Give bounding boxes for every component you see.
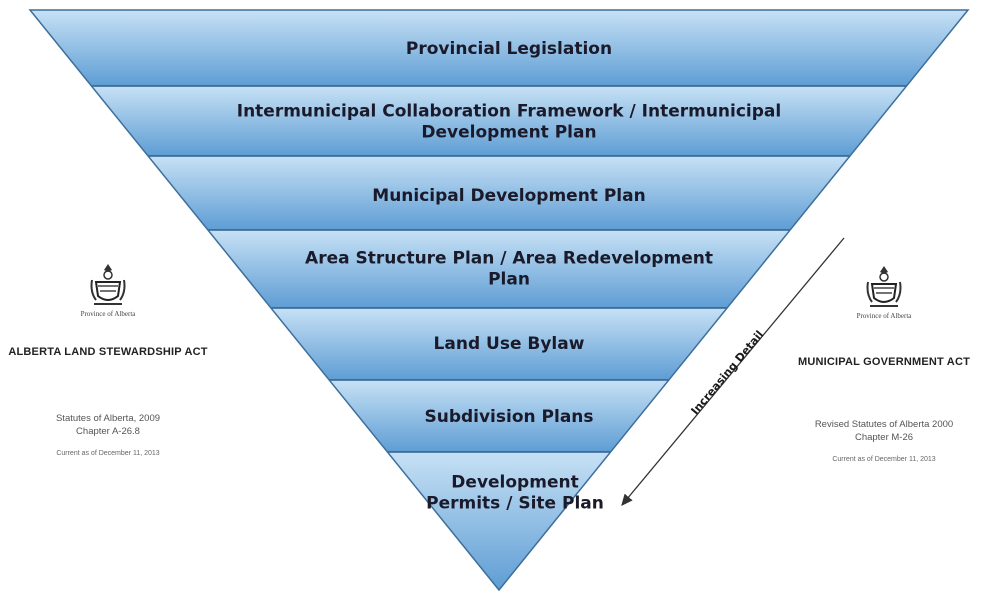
statutes-line: Statutes of Alberta, 2009: [55, 413, 161, 424]
current-as-of-label: Current as of December 11, 2013: [832, 456, 936, 463]
pyramid-layer-band: [30, 86, 968, 156]
current-as-of-label: Current as of December 11, 2013: [56, 450, 160, 457]
pyramid-layer-label: Development: [451, 473, 578, 493]
pyramid-layer-label: Provincial Legislation: [406, 39, 612, 59]
chapter-line: Chapter A-26.8: [76, 426, 140, 437]
pyramid-layer-label: Plan: [488, 270, 530, 290]
pyramid-layer-label: Development Plan: [421, 123, 596, 143]
alberta-land-stewardship-act-cover: Province of Alberta ALBERTA LAND STEWARD…: [8, 262, 208, 457]
province-of-alberta-label: Province of Alberta: [80, 310, 136, 318]
layer-separators: [28, 9, 970, 592]
act-title: ALBERTA LAND STEWARDSHIP ACT: [8, 346, 208, 358]
pyramid-layer-label: Permits / Site Plan: [426, 494, 604, 514]
act-title: MUNICIPAL GOVERNMENT ACT: [797, 356, 971, 368]
pyramid-outline: [28, 9, 970, 592]
pyramid-layer-label: Intermunicipal Collaboration Framework /…: [237, 102, 781, 122]
pyramid-layer-label: Area Structure Plan / Area Redevelopment: [305, 249, 713, 269]
municipal-government-act-cover: Province of Alberta MUNICIPAL GOVERNMENT…: [778, 264, 990, 463]
statutes-reference: Revised Statutes of Alberta 2000 Chapter…: [778, 418, 990, 444]
alberta-coat-of-arms-icon: [90, 264, 126, 305]
pyramid-layer-label: Subdivision Plans: [424, 407, 593, 427]
statutes-reference: Statutes of Alberta, 2009 Chapter A-26.8: [8, 412, 208, 438]
pyramid-layer-label: Land Use Bylaw: [434, 334, 585, 354]
pyramid-layer-label: Municipal Development Plan: [372, 186, 645, 206]
chapter-line: Chapter M-26: [854, 432, 914, 443]
pyramid-layer-band: [30, 10, 968, 86]
alberta-coat-of-arms-icon: [866, 266, 902, 307]
statutes-line: Revised Statutes of Alberta 2000: [814, 419, 954, 430]
province-of-alberta-label: Province of Alberta: [856, 312, 912, 320]
